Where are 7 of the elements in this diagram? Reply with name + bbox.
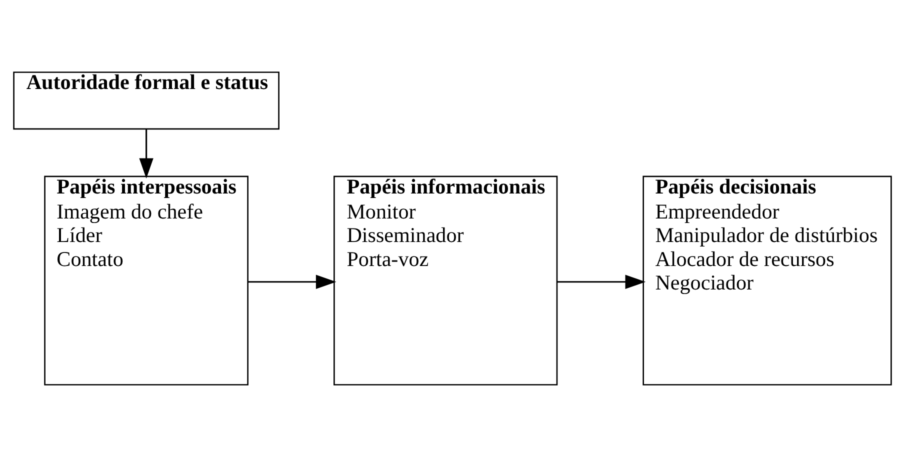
node-box: Autoridade formal e status xyxy=(13,71,280,130)
arrow xyxy=(139,128,154,178)
arrow xyxy=(557,274,646,288)
node-box: Papéis informacionais Monitor Disseminador Porta-voz xyxy=(334,175,558,385)
arrow xyxy=(248,274,336,288)
node-box: Papéis decisionais Empreendedor Manipulador de distúrbios Alocador de recursos Negociador xyxy=(642,175,892,385)
node-box: Papéis interpessoais Imagem do chefe Líder Contato xyxy=(44,175,248,385)
